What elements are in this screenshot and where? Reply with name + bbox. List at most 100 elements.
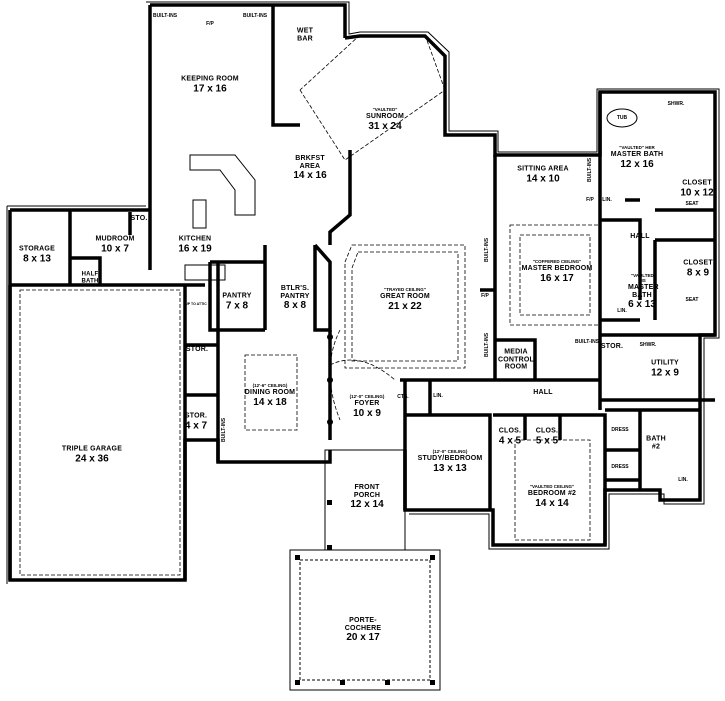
room-note: "VAULTED CEILING" [529, 484, 575, 490]
room-name: HALL [533, 389, 553, 397]
room-wet-bar: WET BAR [293, 27, 317, 42]
room-dims: 16 x 17 [540, 272, 574, 284]
room-note: (12'-0" CEILING) [432, 449, 468, 455]
linen-label: LIN. [433, 393, 443, 399]
room-hall-master: HALL [630, 233, 649, 241]
room-name: FRONT PORCH [353, 483, 381, 499]
room-note: "COFFERED CEILING" [532, 259, 582, 265]
fireplace-label: F/P [481, 293, 489, 299]
exterior-outline-thin [6, 1, 720, 584]
room-dims: 24 x 36 [75, 453, 109, 465]
built-ins-label: BUILT-INS [484, 237, 490, 263]
walls [8, 3, 717, 582]
linen-label: LIN. [602, 197, 612, 203]
room-name: HALF BATH [81, 271, 99, 284]
room-name: MASTER BATH [610, 151, 664, 159]
room-media-control: MEDIA CONTROL ROOM [496, 348, 536, 371]
room-note: "VAULTED" [372, 107, 398, 113]
room-name: CLOSET [682, 179, 712, 187]
room-name: STOR. [185, 346, 209, 354]
room-bath-2: BATH #2 [645, 435, 667, 450]
room-name: SUNROOM [366, 113, 404, 121]
room-dims: 14 x 16 [293, 170, 327, 182]
room-name: SITTING AREA [517, 165, 569, 173]
room-note: "VAULTED" HIS [631, 272, 656, 283]
fireplace-label: F/P [206, 21, 214, 27]
built-ins-label: BUILT-INS [574, 339, 600, 345]
room-note: (12'-6" CEILING) [252, 383, 288, 389]
room-dims: 16 x 19 [178, 243, 212, 255]
master-coffer [509, 224, 601, 326]
room-name: STO. [130, 215, 148, 223]
room-name: WET BAR [296, 27, 314, 42]
stair [184, 264, 226, 281]
dressing-label: DRESS [611, 427, 629, 433]
room-name: MASTER BEDROOM [521, 265, 593, 273]
room-note: "TRAYED CEILING" [384, 287, 426, 293]
room-name: MASTER BATH [628, 283, 659, 299]
room-dims: 12 x 16 [620, 158, 654, 170]
room-name: MEDIA CONTROL ROOM [497, 348, 534, 371]
room-name: FOYER [354, 400, 380, 408]
built-ins-label: BUILT-INS [221, 417, 227, 443]
great-room-tray [344, 244, 466, 369]
room-name: STORAGE [19, 245, 55, 253]
shower-label: SHWR. [667, 101, 685, 107]
room-name: BEDROOM #2 [527, 490, 577, 498]
room-dims: 14 x 14 [535, 497, 569, 509]
dressing-label: DRESS [611, 464, 629, 470]
room-name: TRIPLE GARAGE [61, 445, 123, 453]
room-dims: 31 x 24 [368, 120, 402, 132]
sunroom-vault-lines [299, 34, 446, 161]
shower-label: SHWR. [639, 342, 657, 348]
room-name: DINING ROOM [244, 389, 296, 397]
room-name: STOR. [600, 343, 624, 351]
seat-label: SEAT [685, 297, 699, 303]
room-dims: 6 x 13 [628, 299, 656, 311]
room-name: HALL [630, 233, 650, 241]
room-dims: 14 x 18 [253, 396, 287, 408]
room-closet-4x5: CLOS.4 x 5 [499, 428, 521, 447]
room-name: PANTRY [222, 292, 252, 300]
room-dims: 10 x 12 [680, 187, 714, 199]
room-name: STOR. [184, 412, 208, 420]
tub-label: TUB [616, 115, 628, 121]
room-dims: 20 x 17 [346, 632, 380, 644]
room-dims: 8 x 13 [23, 253, 51, 265]
room-dims: 12 x 14 [350, 499, 384, 511]
bedroom2-vault [514, 439, 591, 541]
room-stor-utility: STOR. [601, 343, 623, 351]
attic-stair-label: UP TO ATTIC [185, 302, 207, 306]
room-hall: HALL [533, 389, 552, 397]
room-dims: 17 x 16 [193, 83, 227, 95]
room-name: CLOS. [535, 427, 559, 435]
room-name: MUDROOM [95, 235, 135, 243]
columns [295, 334, 435, 685]
fireplace-label: F/P [586, 197, 594, 203]
room-stor-4x7: STOR.4 x 7 [185, 413, 207, 432]
room-name: BTLR'S. PANTRY [280, 284, 310, 300]
porte-cochere-outline [289, 549, 441, 691]
room-name: KEEPING ROOM [181, 75, 239, 83]
room-name: UTILITY [651, 359, 679, 367]
room-dims: 4 x 7 [184, 420, 208, 432]
